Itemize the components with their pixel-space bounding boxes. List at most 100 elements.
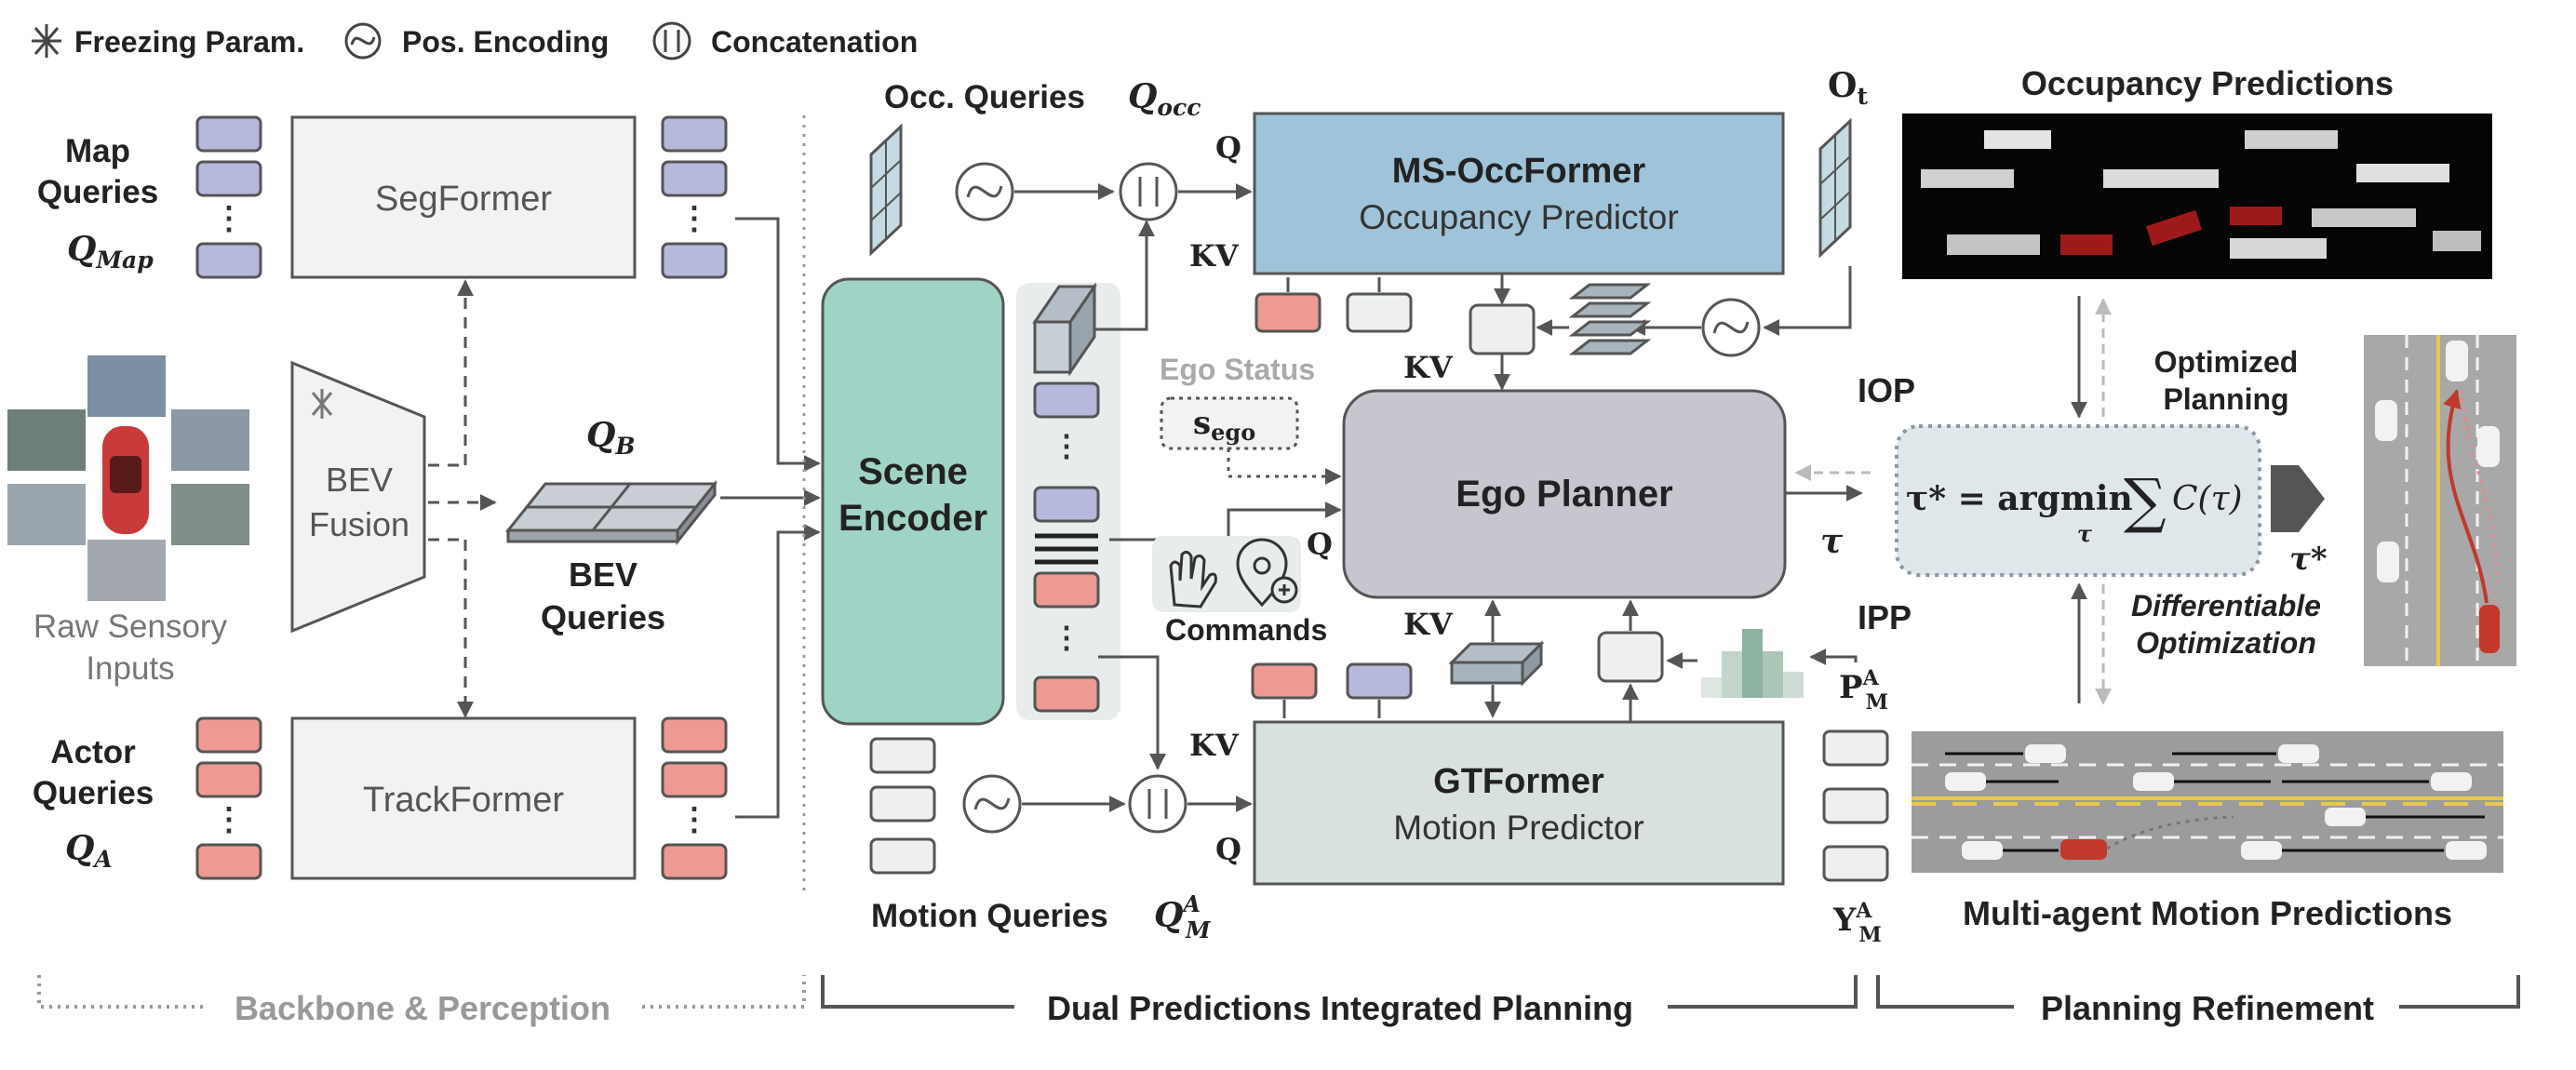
bev-queries-label: BEV Queries xyxy=(541,555,665,636)
commands-label: Commands xyxy=(1165,613,1327,647)
distribution-histogram xyxy=(1701,629,1804,698)
diff-opt-line1: Differentiable xyxy=(2131,589,2321,622)
gtformer-box xyxy=(1253,720,1785,886)
encoder-to-motion-concat xyxy=(1098,655,1166,770)
segformer-box xyxy=(290,115,637,279)
diff-opt-label: Differentiable Optimization xyxy=(2131,589,2321,660)
concat-icon xyxy=(652,21,691,60)
footer-refine-label: Planning Refinement xyxy=(2041,989,2374,1027)
occ-out-to-pos-arrow xyxy=(1763,266,1852,336)
actor-to-encoder-arrow xyxy=(735,524,821,819)
pos-encoding-icon xyxy=(962,774,1022,834)
sum-symbol: ∑ xyxy=(2124,467,2167,536)
msocc-title: MS-OccFormer xyxy=(1392,152,1646,191)
encoder-actor-token-2 xyxy=(1033,675,1100,713)
formula-sub: τ xyxy=(2077,520,2093,547)
tau-star-symbol: τ* xyxy=(2289,541,2328,578)
pos-encoding-icon xyxy=(955,162,1014,221)
motion-predictions-title: Multi-agent Motion Predictions xyxy=(1963,894,2452,932)
q-map-symbol: QMap xyxy=(67,230,154,274)
ego-status-label: Ego Status xyxy=(1160,353,1315,386)
concat-icon xyxy=(1128,774,1187,834)
ego-planner-label: Ego Planner xyxy=(1456,474,1672,515)
encoder-map-token-2 xyxy=(1033,486,1100,523)
scene-encoder-line2: Encoder xyxy=(839,498,987,539)
actor-queries-line1: Actor xyxy=(50,734,136,770)
gt-map-token xyxy=(1346,662,1413,700)
msocc-actor-token xyxy=(1254,292,1322,333)
encoder-actor-token xyxy=(1033,571,1100,609)
gt-actor-token xyxy=(1251,662,1318,700)
msocc-kv-label: KV xyxy=(1189,238,1240,274)
concat-icon xyxy=(1119,162,1178,221)
motion-predictions-road xyxy=(1912,731,2503,873)
occ-predictions-title: Occupancy Predictions xyxy=(2021,64,2394,102)
gt-kv-label: KV xyxy=(1189,728,1240,763)
msocc-subtitle: Occupancy Predictor xyxy=(1359,198,1678,236)
map-queries-line1: Map xyxy=(65,133,130,169)
footer-dual-label: Dual Predictions Integrated Planning xyxy=(1047,989,1633,1027)
ego-status-arrow xyxy=(1227,448,1342,485)
occupancy-map xyxy=(1902,114,2492,279)
pm-to-hist-arrow xyxy=(1809,649,1858,665)
motion-query-stack xyxy=(869,737,936,875)
planner-q-label: Q xyxy=(1307,527,1333,562)
ipp-label: IPP xyxy=(1858,598,1912,636)
bev-fusion-block xyxy=(290,360,426,634)
bev-queries-line2: Queries xyxy=(541,598,665,636)
gtformer-subtitle: Motion Predictor xyxy=(1393,809,1644,847)
footer-refine: Planning Refinement xyxy=(1876,975,2520,1027)
segformer-label: SegFormer xyxy=(375,180,552,219)
actor-stack-dots-right: ⋮ xyxy=(678,802,710,837)
raw-inputs-line2: Inputs xyxy=(86,650,174,687)
bev-queries-grid xyxy=(504,479,718,546)
occ-output-slab xyxy=(1818,117,1852,259)
footer-dual: Dual Predictions Integrated Planning xyxy=(821,975,1858,1027)
footer-backbone: Backbone & Perception xyxy=(37,975,806,1027)
legend-concat-label: Concatenation xyxy=(711,25,918,59)
map-stack-dots: ⋮ xyxy=(213,201,245,236)
occ-merge-box xyxy=(1469,303,1536,355)
motion-queries-label: Motion Queries xyxy=(871,898,1108,934)
legend-freeze-label: Freezing Param. xyxy=(74,25,304,59)
optimization-box xyxy=(1895,424,2261,577)
q-occ-symbol: Qocc xyxy=(1128,77,1201,121)
bev-fusion-line2: Fusion xyxy=(309,505,409,543)
hand-command-icon xyxy=(1169,550,1217,609)
scene-encoder-box xyxy=(821,277,1005,726)
pos-encoding-icon xyxy=(344,22,382,60)
encoder-map-token xyxy=(1033,381,1100,419)
footer-backbone-label: Backbone & Perception xyxy=(235,989,610,1027)
map-to-encoder-arrow xyxy=(735,217,821,472)
legend: Freezing Param. Pos. Encoding Concatenat… xyxy=(32,21,918,60)
actor-queries-label: Actor Queries xyxy=(33,734,154,811)
bev-fusion-line1: BEV xyxy=(326,461,393,499)
occ-layer-stack xyxy=(1568,283,1652,355)
snowflake-icon xyxy=(311,389,333,419)
msocc-box xyxy=(1253,112,1785,275)
encoder-to-planner-arrow xyxy=(1109,502,1342,542)
planner-bottom-cube xyxy=(1448,640,1545,687)
bev-fusion-connectors xyxy=(428,279,497,718)
encoder-to-occ-concat xyxy=(1094,220,1155,331)
planner-kv-bottom: KV xyxy=(1403,607,1454,642)
map-queries-label: Map Queries xyxy=(37,133,158,210)
planning-road-view xyxy=(2364,335,2516,666)
q-a-symbol: QA xyxy=(65,829,113,873)
raw-inputs-label: Raw Sensory Inputs xyxy=(34,609,228,687)
trackformer-label: TrackFormer xyxy=(363,781,564,820)
actor-query-stack-right xyxy=(661,716,728,880)
snowflake-icon xyxy=(32,24,61,58)
map-queries-line2: Queries xyxy=(37,174,158,210)
opt-planning-line1: Optimized xyxy=(2154,345,2299,379)
map-query-stack-left xyxy=(195,115,262,279)
occ-query-slab xyxy=(869,123,903,257)
iop-label: IOP xyxy=(1858,371,1915,409)
opt-planning-label: Optimized Planning xyxy=(2154,345,2299,416)
encoder-dots-1: ⋮ xyxy=(1052,429,1081,462)
msocc-motion-token xyxy=(1346,292,1413,333)
